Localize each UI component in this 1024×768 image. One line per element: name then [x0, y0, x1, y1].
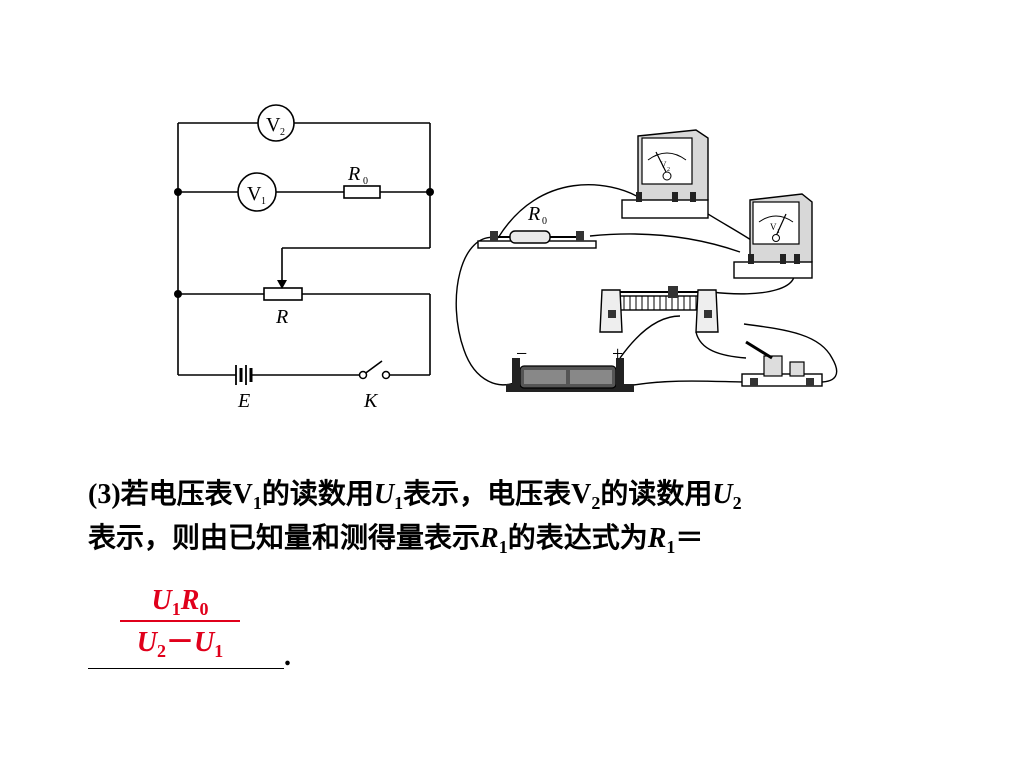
v1-label-sub: 1 [261, 196, 266, 207]
q1-mid1: 的读数用 [261, 479, 374, 510]
q1-prefix: (3)若电压表V [88, 479, 253, 510]
answer-denominator: U2－U1 [120, 626, 240, 660]
fraction-bar [120, 620, 240, 622]
q1-mid3: 的读数用 [600, 479, 713, 510]
den-minus: － [165, 627, 194, 658]
v2-label: V [266, 114, 281, 136]
answer-blank-underline [88, 668, 284, 669]
q2-r1-sub: 1 [498, 537, 508, 557]
num-u: U [151, 585, 172, 616]
q2-prefix: 表示，则由已知量和测得量表示 [88, 523, 481, 554]
slider-arrow [277, 280, 287, 289]
switch-contact-left [358, 370, 368, 380]
v1-meter-symbol: V 1 [237, 172, 277, 212]
meter-v1-label: V [770, 222, 777, 232]
r0-label-sub: 0 [363, 176, 368, 187]
den-u2: U [136, 627, 157, 658]
r0-board: R 0 [477, 203, 597, 249]
r-label: R [275, 306, 288, 328]
k-label: K [363, 390, 379, 412]
num-r: R [180, 585, 200, 616]
q2-r1b-sub: 1 [666, 537, 676, 557]
answer-fraction: U1R0 U2－U1 [120, 584, 240, 660]
voltmeter-v1: V 1 [733, 193, 813, 279]
rheostat [599, 286, 719, 333]
q1-mid2: 表示，电压表V [403, 479, 592, 510]
apparatus-r0-label: R [527, 203, 540, 225]
apparatus-r0-sub: 0 [542, 216, 547, 227]
battery-pack: − + [506, 343, 634, 392]
question-line-1: (3)若电压表V1的读数用U1表示，电压表V2的读数用U2 [88, 473, 968, 517]
knife-switch [741, 340, 823, 387]
q1-u2: U [712, 479, 733, 510]
den-u1-sub: 1 [214, 641, 224, 661]
q2-r1b: R [647, 523, 667, 554]
q1-v2-sub: 2 [591, 493, 601, 513]
battery-e [235, 365, 253, 385]
rheostat-r [263, 287, 303, 301]
den-u1: U [194, 627, 215, 658]
battery-plus-label: + [612, 343, 623, 365]
q1-u2-sub: 2 [732, 493, 742, 513]
voltmeter-v2: V 2 [621, 129, 709, 219]
battery-minus-label: − [516, 343, 527, 365]
v1-label: V [247, 183, 262, 205]
num-u-sub: 1 [171, 599, 181, 619]
sentence-period: . [284, 641, 291, 672]
circuit-diagram: V 2 V 1 R 0 R E K [174, 104, 434, 412]
meter-v1-sub: 1 [777, 229, 780, 235]
q1-u1: U [373, 479, 395, 510]
apparatus-illustration: R 0 V 2 V 1 [455, 129, 838, 392]
q2-r1: R [480, 523, 499, 554]
v2-meter-symbol: V 2 [257, 104, 295, 142]
switch-contact-right [381, 370, 391, 380]
q2-equals: ＝ [675, 523, 704, 554]
r0-label: R [347, 163, 360, 185]
question-line-2: 表示，则由已知量和测得量表示R1的表达式为R1＝ [88, 517, 968, 561]
meter-v2-sub: 2 [667, 167, 670, 173]
den-u2-sub: 2 [156, 641, 166, 661]
q2-mid: 的表达式为 [507, 523, 648, 554]
e-label: E [237, 390, 250, 412]
num-r-sub: 0 [199, 599, 209, 619]
v2-label-sub: 2 [280, 127, 285, 138]
question-text: (3)若电压表V1的读数用U1表示，电压表V2的读数用U2 表示，则由已知量和测… [88, 473, 968, 561]
meter-v2-label: V [660, 160, 667, 170]
q1-v1-sub: 1 [252, 493, 262, 513]
r0-resistor [343, 185, 381, 199]
q1-u1-sub: 1 [394, 493, 404, 513]
answer-numerator: U1R0 [120, 584, 240, 618]
